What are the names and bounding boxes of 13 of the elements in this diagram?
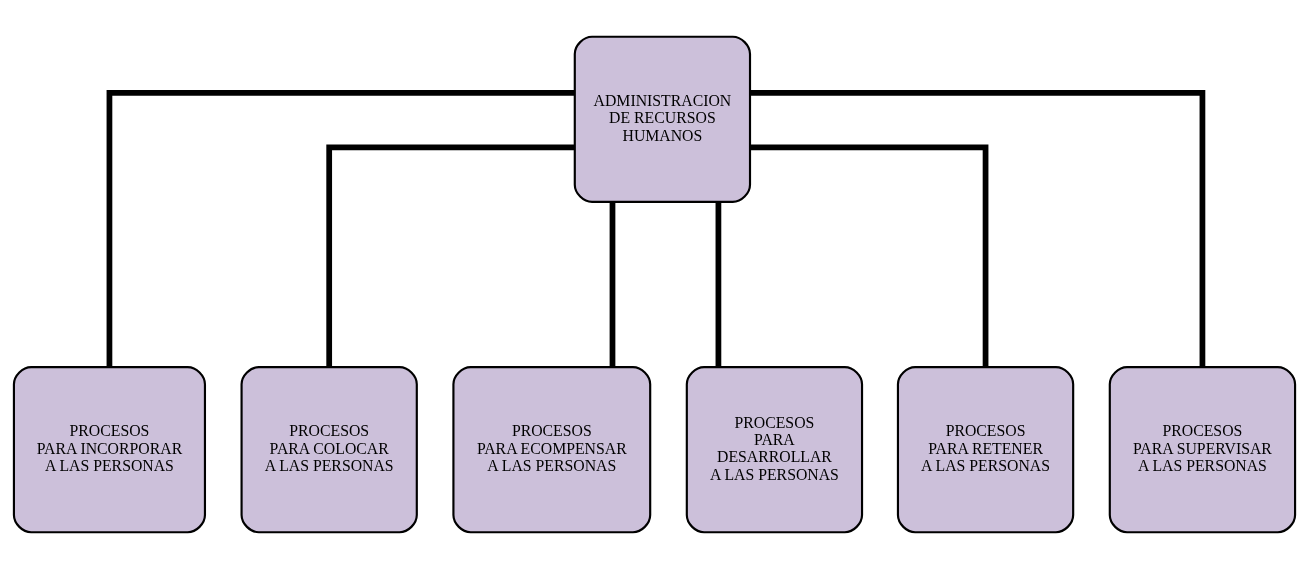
node-box: PROCESOS PARA INCORPORAR A LAS PERSONAS — [12, 366, 207, 534]
connector — [326, 144, 575, 368]
node-box: PROCESOS PARA RETENER A LAS PERSONAS — [896, 366, 1075, 534]
connector — [750, 89, 1206, 367]
node-box: PROCESOS PARA DESARROLLAR A LAS PERSONAS — [685, 366, 864, 534]
connector — [106, 89, 575, 367]
node-box: PROCESOS PARA ECOMPENSAR A LAS PERSONAS — [452, 366, 652, 534]
connector — [750, 144, 989, 368]
connector — [609, 202, 616, 367]
node-box: ADMINISTRACION DE RECURSOS HUMANOS — [573, 35, 752, 203]
node-box: PROCESOS PARA SUPERVISAR A LAS PERSONAS — [1108, 366, 1297, 534]
node-box: PROCESOS PARA COLOCAR A LAS PERSONAS — [240, 366, 418, 534]
connector — [715, 202, 722, 367]
